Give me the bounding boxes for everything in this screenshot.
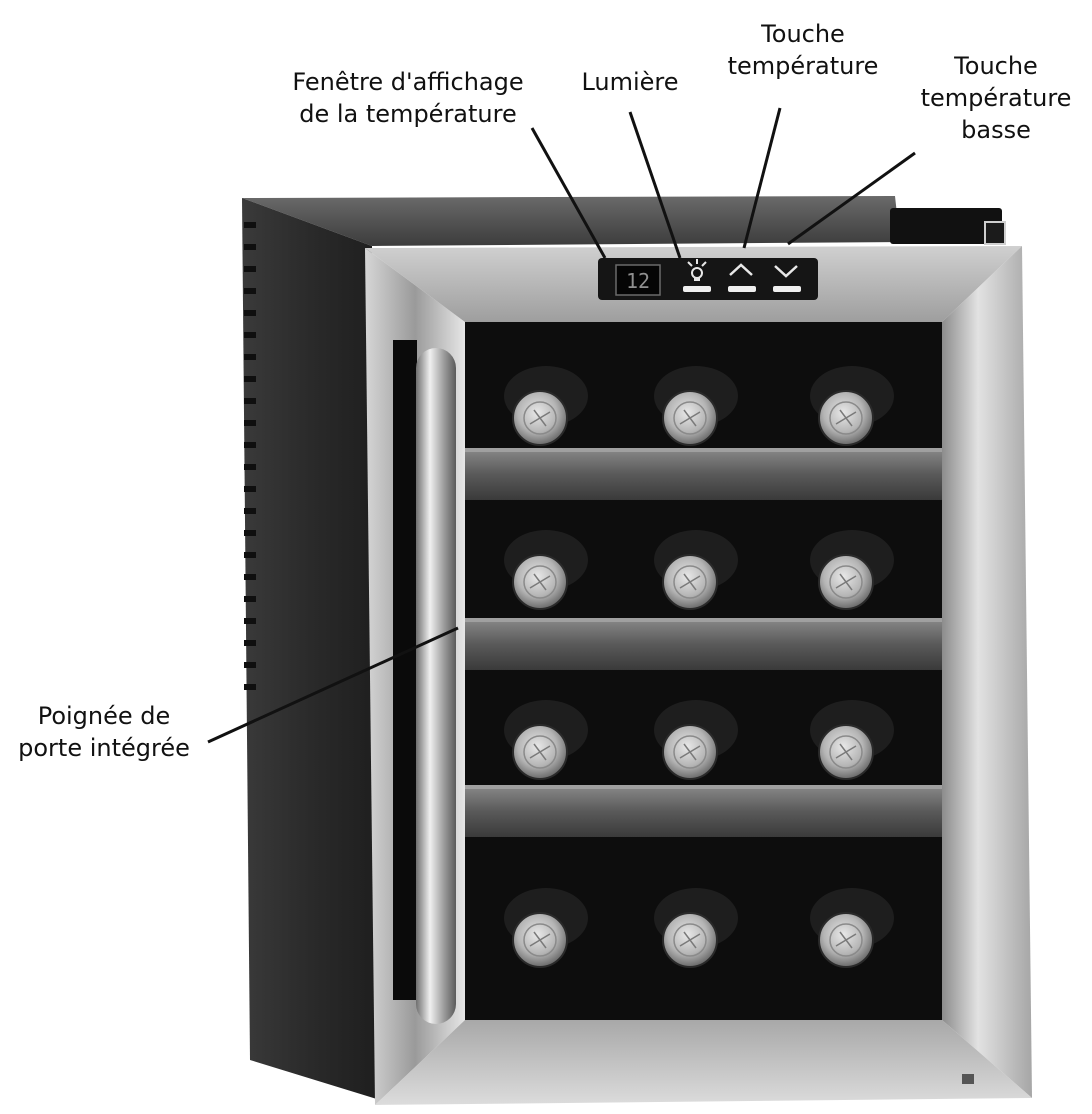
- temperature-down-button[interactable]: [773, 286, 801, 292]
- rear-knob-lip: [984, 221, 1006, 245]
- label-line: basse: [961, 116, 1031, 144]
- wine-bottle: [654, 530, 738, 610]
- wine-bottle: [810, 888, 894, 968]
- vent-slot: [244, 508, 256, 514]
- vent-slot: [244, 288, 256, 294]
- label-line: Touche: [954, 52, 1038, 80]
- label-line: Fenêtre d'affichage: [292, 68, 524, 96]
- wine-bottle: [810, 530, 894, 610]
- lightbulb-icon[interactable]: [687, 259, 707, 281]
- leader-temp-up: [742, 107, 782, 249]
- vent-slot: [244, 442, 256, 448]
- vent-slots: [244, 222, 256, 690]
- vent-slot: [244, 332, 256, 338]
- label-display-window: Fenêtre d'affichage de la température: [268, 66, 548, 130]
- wine-bottle: [504, 700, 588, 780]
- shelf: [465, 618, 942, 670]
- shelf: [465, 785, 942, 837]
- vent-slot: [244, 310, 256, 316]
- label-line: Touche: [761, 20, 845, 48]
- rear-knob: [890, 208, 1002, 244]
- shelves: [465, 448, 942, 837]
- light-button[interactable]: [683, 286, 711, 292]
- door-handle-recess: [393, 340, 417, 1000]
- vent-slot: [244, 552, 256, 558]
- temperature-display-window: [615, 264, 661, 296]
- wine-bottle: [504, 530, 588, 610]
- shelf-edge: [465, 448, 942, 452]
- label-light: Lumière: [565, 66, 695, 98]
- vent-slot: [244, 266, 256, 272]
- vent-slot: [244, 354, 256, 360]
- vent-slot: [244, 574, 256, 580]
- vent-slot: [244, 486, 256, 492]
- label-line: de la température: [299, 100, 517, 128]
- wine-bottle: [504, 366, 588, 446]
- label-line: température: [920, 84, 1072, 112]
- label-door-handle: Poignée de porte intégrée: [0, 700, 208, 764]
- temperature-display-value: 12: [626, 269, 650, 293]
- wine-bottle: [654, 888, 738, 968]
- label-line: température: [727, 52, 879, 80]
- vent-slot: [244, 640, 256, 646]
- wine-bottle: [810, 366, 894, 446]
- leader-door-handle: [207, 626, 459, 744]
- vent-slot: [244, 464, 256, 470]
- wine-bottle: [504, 888, 588, 968]
- door-frame-bottom: [375, 1020, 1032, 1105]
- cooler-foot: [962, 1074, 974, 1084]
- cabinet-side: [242, 198, 380, 1100]
- leader-light: [628, 111, 682, 259]
- leader-temp-down: [787, 151, 916, 246]
- wine-bottle: [654, 700, 738, 780]
- vent-slot: [244, 662, 256, 668]
- vent-slot: [244, 420, 256, 426]
- door-handle: [416, 348, 456, 1024]
- vent-slot: [244, 376, 256, 382]
- door-frame-right: [942, 246, 1032, 1098]
- leader-display-window: [530, 127, 607, 259]
- cabinet-top: [242, 196, 900, 246]
- label-temperature-down: Touche température basse: [900, 50, 1092, 146]
- bottle-grid: [504, 366, 894, 968]
- shelf-edge: [465, 618, 942, 622]
- vent-slot: [244, 244, 256, 250]
- vent-slot: [244, 398, 256, 404]
- label-line: Poignée de: [37, 702, 171, 730]
- label-temperature-up: Touche température: [705, 18, 901, 82]
- temperature-up-button[interactable]: [728, 286, 756, 292]
- shelf-edge: [465, 785, 942, 789]
- wine-bottle: [810, 700, 894, 780]
- vent-slot: [244, 684, 256, 690]
- chevron-up-icon[interactable]: [729, 263, 753, 276]
- vent-slot: [244, 222, 256, 228]
- label-line: porte intégrée: [18, 734, 190, 762]
- chevron-down-icon[interactable]: [774, 265, 798, 278]
- vent-slot: [244, 530, 256, 536]
- vent-slot: [244, 596, 256, 602]
- wine-bottle: [654, 366, 738, 446]
- vent-slot: [244, 618, 256, 624]
- shelf: [465, 448, 942, 500]
- label-line: Lumière: [581, 68, 679, 96]
